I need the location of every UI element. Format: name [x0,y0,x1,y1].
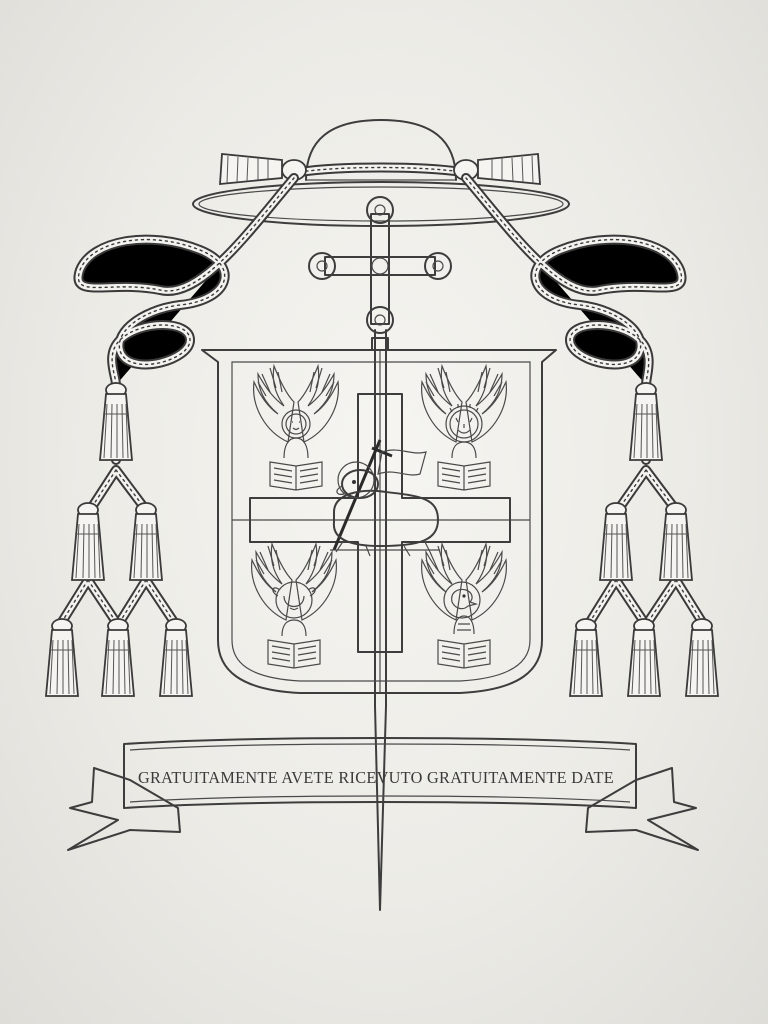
agnus-dei-icon [330,439,440,557]
left-tassels [45,382,193,697]
eagle-icon [421,543,507,669]
right-tassels [569,382,719,697]
right-cords [466,178,704,625]
processional-cross-icon [308,196,452,911]
galero-hat-icon [192,119,570,227]
winged-lion-icon [421,365,507,491]
motto-scroll: GRATUITAMENTE AVETE RICEVUTO GRATUITAMEN… [67,737,699,851]
winged-man-icon [253,365,339,491]
shield [201,349,557,694]
motto-text: GRATUITAMENTE AVETE RICEVUTO GRATUITAMEN… [138,768,614,787]
winged-ox-icon [251,543,337,669]
left-cords [60,178,294,625]
